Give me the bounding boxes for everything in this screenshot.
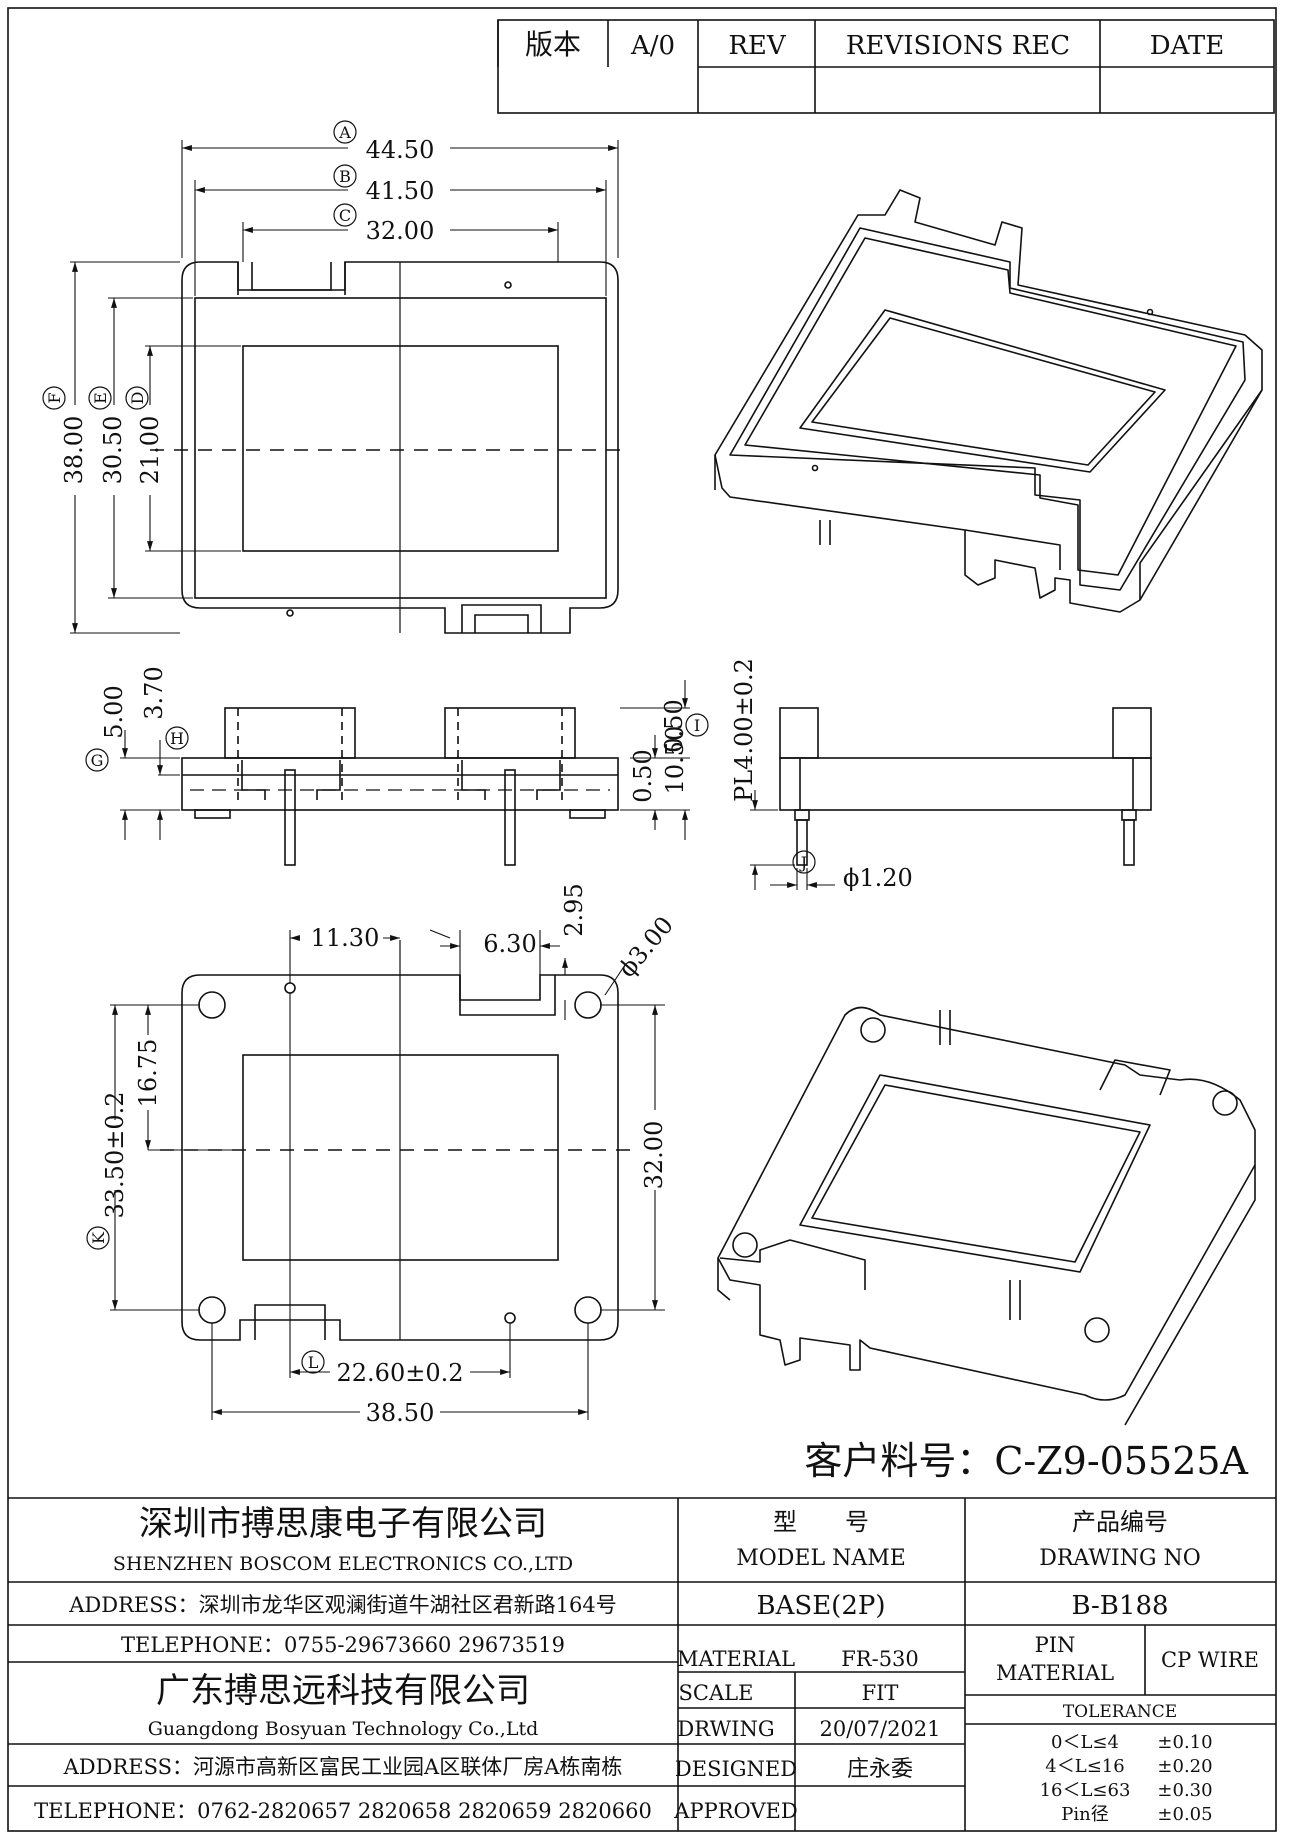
bottom-view-dims bbox=[110, 929, 665, 1420]
address2: ADDRESS：河源市高新区富民工业园A区联体厂房A栋南栋 bbox=[63, 1755, 623, 1779]
bottom-view-dim-labels: 11.30 6.30 2.95 ϕ3.00 16.75 33.50±0.2 K … bbox=[86, 883, 679, 1427]
marker-E: E bbox=[91, 392, 110, 404]
marker-I: I bbox=[694, 716, 700, 735]
drawing-no-value: B-B188 bbox=[1071, 1591, 1168, 1621]
scale-label: SCALE bbox=[679, 1681, 754, 1705]
pin-material-label-1: PIN bbox=[1035, 1633, 1076, 1657]
dim-L: 22.60±0.2 bbox=[337, 1359, 464, 1387]
pin-material-value: CP WIRE bbox=[1161, 1648, 1259, 1672]
marker-B: B bbox=[339, 167, 351, 186]
address1: ADDRESS：深圳市龙华区观澜街道牛湖社区君新路164号 bbox=[68, 1593, 616, 1617]
company2-en: Guangdong Bosyuan Technology Co.,Ltd bbox=[148, 1718, 539, 1740]
dim-pl: PL4.00±0.2 bbox=[730, 658, 758, 802]
dim-F: 38.00 bbox=[60, 416, 88, 485]
dim-I-upper: 0.50 bbox=[660, 699, 688, 752]
marker-F: F bbox=[45, 392, 64, 403]
tolerance-range-2: 4＜L≤16 bbox=[1045, 1756, 1124, 1777]
drawing-no-en: DRAWING NO bbox=[1039, 1546, 1201, 1571]
marker-K: K bbox=[89, 1231, 108, 1244]
dim-B: 41.50 bbox=[366, 177, 435, 205]
tolerance-value-4: ±0.05 bbox=[1157, 1804, 1212, 1825]
bottom-view bbox=[160, 940, 640, 1341]
dim-D: 21.00 bbox=[136, 416, 164, 485]
telephone1: TELEPHONE：0755-29673660 29673519 bbox=[121, 1633, 565, 1657]
dim-G: 5.00 bbox=[100, 685, 128, 738]
dim-I: 10.50 bbox=[661, 726, 689, 795]
dim-C: 32.00 bbox=[366, 217, 435, 245]
rev-header: REV bbox=[728, 31, 787, 61]
model-value: BASE(2P) bbox=[757, 1591, 886, 1621]
iso-view-bottom bbox=[717, 1006, 1256, 1426]
approved-label: APPROVED bbox=[673, 1799, 797, 1823]
dim-16-75: 16.75 bbox=[134, 1039, 162, 1108]
marker-A: A bbox=[338, 123, 351, 142]
tolerance-value-3: ±0.30 bbox=[1157, 1780, 1212, 1801]
marker-H: H bbox=[170, 729, 184, 748]
company1-cn: 深圳市搏思康电子有限公司 bbox=[139, 1504, 547, 1544]
marker-C: C bbox=[339, 206, 351, 225]
dim-H: 3.70 bbox=[140, 666, 168, 719]
top-view bbox=[150, 261, 620, 634]
dim-E: 30.50 bbox=[99, 416, 127, 485]
dim-2-95: 2.95 bbox=[560, 883, 588, 936]
top-slot bbox=[237, 262, 346, 295]
designed-value: 庄永委 bbox=[847, 1757, 913, 1782]
company1-en: SHENZHEN BOSCOM ELECTRONICS CO.,LTD bbox=[113, 1553, 573, 1575]
drawing-no-cn: 产品编号 bbox=[1072, 1508, 1168, 1536]
material-label: MATERIAL bbox=[677, 1647, 795, 1671]
rev-version-label: 版本 bbox=[525, 28, 581, 61]
drwing-value: 20/07/2021 bbox=[819, 1717, 940, 1741]
sheet-frame bbox=[7, 7, 1277, 1832]
date-header: DATE bbox=[1150, 31, 1225, 61]
model-name-cn: 型 号 bbox=[773, 1508, 869, 1536]
model-name-en: MODEL NAME bbox=[736, 1546, 906, 1571]
pin-material-label-2: MATERIAL bbox=[996, 1661, 1114, 1685]
top-view-dim-labels: A 44.50 B 41.50 C 32.00 38.00 F 30.50 E … bbox=[42, 120, 435, 485]
marker-J: J bbox=[799, 853, 807, 872]
top-view-outline bbox=[181, 261, 619, 634]
telephone2: TELEPHONE：0762-2820657 2820658 2820659 2… bbox=[34, 1799, 652, 1823]
rev-version-value: A/0 bbox=[630, 31, 675, 61]
end-view-dim-labels: PL4.00±0.2 J ϕ1.20 bbox=[730, 658, 913, 892]
top-view-dims bbox=[70, 140, 619, 634]
side-view bbox=[181, 707, 619, 866]
dim-38-50: 38.50 bbox=[366, 1399, 435, 1427]
dim-hole: ϕ3.00 bbox=[613, 911, 679, 982]
dim-6-30: 6.30 bbox=[483, 930, 536, 958]
tolerance-value-1: ±0.10 bbox=[1157, 1732, 1212, 1753]
title-block-text: 深圳市搏思康电子有限公司 SHENZHEN BOSCOM ELECTRONICS… bbox=[34, 1504, 1259, 1825]
dim-11-30: 11.30 bbox=[311, 924, 380, 952]
revisions-header: REVISIONS REC bbox=[846, 31, 1070, 61]
tolerance-value-2: ±0.20 bbox=[1157, 1756, 1212, 1777]
company2-cn: 广东搏思远科技有限公司 bbox=[156, 1671, 530, 1711]
side-view-dims bbox=[120, 680, 690, 840]
tolerance-header: TOLERANCE bbox=[1063, 1702, 1177, 1722]
tolerance-range-3: 16＜L≤63 bbox=[1040, 1780, 1131, 1801]
drwing-label: DRWING bbox=[677, 1717, 774, 1741]
marker-L: L bbox=[308, 1353, 319, 1372]
material-value: FR-530 bbox=[841, 1647, 919, 1671]
iso-view-top bbox=[714, 189, 1263, 613]
tolerance-range-1: 0＜L≤4 bbox=[1051, 1732, 1119, 1753]
dim-I-upper-2: 0.50 bbox=[629, 749, 657, 802]
marker-D: D bbox=[128, 392, 147, 405]
dim-K: 33.50±0.2 bbox=[101, 1092, 129, 1219]
tolerance-range-4: Pin径 bbox=[1061, 1804, 1108, 1825]
marker-G: G bbox=[91, 751, 104, 770]
side-view-dim-labels: 5.00 G 3.70 H 0.50 0.50 10.50 I bbox=[85, 666, 709, 803]
designed-label: DESIGNED bbox=[675, 1757, 797, 1781]
scale-value: FIT bbox=[862, 1681, 899, 1705]
bottom-slot bbox=[461, 604, 542, 633]
end-view bbox=[779, 707, 1152, 866]
end-view-dims bbox=[750, 790, 835, 890]
dim-pin-dia: ϕ1.20 bbox=[843, 864, 913, 892]
dim-A: 44.50 bbox=[366, 136, 435, 164]
title-block-frame bbox=[8, 1497, 1276, 1831]
customer-part-number: 客户料号：C-Z9-05525A bbox=[804, 1439, 1248, 1483]
revision-table: 版本 A/0 REV REVISIONS REC DATE bbox=[497, 19, 1275, 114]
dim-32-00: 32.00 bbox=[640, 1121, 668, 1190]
